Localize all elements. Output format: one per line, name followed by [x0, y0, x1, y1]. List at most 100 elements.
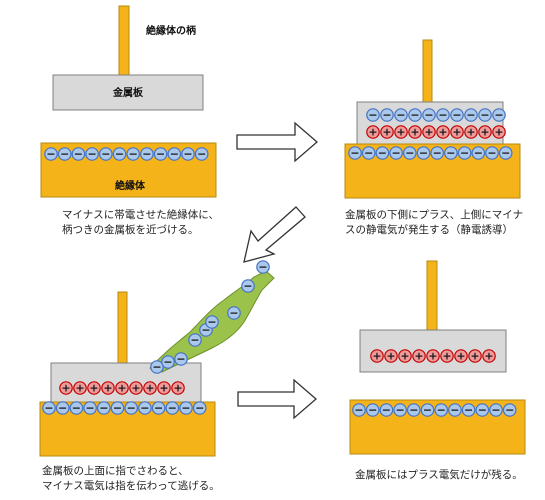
panel3-pos-charge-9-sign: + [173, 382, 182, 395]
panel2-neg-charge-plate-8: − [464, 108, 478, 122]
panel2-neg-charge-insulator-2-sign: − [364, 147, 373, 160]
escaping-neg-charge-3-sign: − [176, 353, 185, 366]
panel2-neg-charge-insulator-3: − [375, 146, 390, 160]
panel4-pos-charge-5: + [426, 349, 440, 363]
panel4-neg-charge-10-sign: − [478, 404, 487, 417]
panel2-pos-charge-8-circle [464, 125, 478, 139]
panel3-neg-charge-6-circle [110, 401, 125, 415]
panel1-neg-charge-11-circle [181, 147, 195, 161]
escaping-neg-charge-4-sign: − [190, 334, 199, 347]
panel1-neg-charge-10-sign: − [170, 148, 179, 161]
panel2-neg-charge-plate-2-circle [380, 108, 394, 122]
panel3-neg-charge-5-circle [97, 401, 111, 415]
panel2-pos-charge-6-sign: + [438, 126, 447, 139]
panel4-neg-charge-1-sign: − [354, 404, 363, 417]
panel2-neg-charge-plate-6: − [436, 108, 450, 122]
panel2-pos-charge-10: + [492, 125, 506, 139]
panel3-pos-charge-9: + [171, 381, 185, 395]
panel2-pos-charge-4-sign: + [410, 126, 419, 139]
panel3-neg-charge-11: − [179, 401, 193, 415]
panel2-pos-charge-7: + [450, 125, 464, 139]
panel4-neg-charge-7: − [434, 403, 448, 417]
panel2-neg-charge-insulator-1: − [348, 146, 362, 160]
panel2-neg-charge-plate-7: − [450, 108, 464, 122]
panel3-neg-charge-10-sign: − [168, 402, 177, 415]
panel2-neg-charge-insulator-2: − [361, 146, 376, 160]
panel4-neg-charge-8-sign: − [450, 404, 459, 417]
panel4-pos-charge-7-sign: + [456, 350, 465, 363]
panel4-neg-charge-2-sign: − [368, 404, 377, 417]
escaping-neg-charge-9: − [256, 260, 270, 274]
panel4-neg-charge-4-circle [393, 403, 407, 417]
panel2-pos-charge-2-sign: + [382, 126, 391, 139]
panel4-neg-charge-10: − [475, 403, 490, 417]
panel3-pos-charge-4: + [101, 381, 115, 395]
panel1-neg-charge-3-circle [71, 147, 86, 161]
panel2-neg-charge-insulator-6: − [416, 146, 431, 160]
panel4-pos-charge-7-circle [454, 349, 468, 363]
panel2-neg-charge-insulator-2-circle [361, 146, 376, 160]
panel2-neg-charge-plate-5: − [422, 108, 436, 122]
panel2-neg-charge-insulator-8-circle [444, 146, 458, 160]
caption-step2-line2: スの静電気が発生する（静電誘導） [345, 224, 513, 236]
escaping-neg-charge-2-circle [161, 355, 175, 369]
escaping-neg-charge-9-circle [256, 260, 270, 274]
panel4-pos-charge-2-circle [384, 349, 398, 363]
panel3-neg-charge-1: − [42, 401, 56, 415]
panel2-neg-charge-insulator-5: − [402, 146, 417, 160]
panel2-pos-charge-1-circle [366, 125, 380, 139]
panel3-pos-charge-4-sign: + [103, 382, 112, 395]
escaping-neg-charge-7-sign: − [229, 307, 238, 320]
panel3-neg-charge-3-sign: − [72, 402, 81, 415]
panel2-neg-charge-plate-10-circle [492, 108, 506, 122]
escaping-neg-charge-1-sign: − [152, 361, 161, 374]
panel3-neg-charge-8: − [138, 401, 152, 415]
panel1-neg-charge-9-circle [153, 147, 168, 161]
panel2-pos-charge-1-sign: + [368, 126, 377, 139]
panel1-neg-charge-5-circle [99, 147, 113, 161]
panel2-pos-charge-5-sign: + [424, 126, 433, 139]
panel3-neg-charge-4: − [83, 401, 97, 415]
panel3-pos-charge-6-circle [129, 381, 143, 395]
panel2-pos-charge-5: + [422, 125, 436, 139]
escaping-neg-charge-6-sign: − [207, 316, 216, 329]
escaping-neg-charge-1: − [150, 360, 164, 374]
panel2-neg-charge-plate-6-circle [436, 108, 450, 122]
escaping-neg-charge-2-sign: − [163, 356, 172, 369]
panel3-pos-charge-2-sign: + [75, 382, 84, 395]
panel1-neg-charge-3-sign: − [74, 148, 83, 161]
panel2-neg-charge-plate-10: − [492, 108, 506, 122]
panel3-neg-charge-7-sign: − [127, 402, 136, 415]
panel3-pos-charge-5: + [115, 381, 129, 395]
panel2-neg-charge-plate-10-sign: − [494, 109, 503, 122]
panel4-pos-charge-1: + [370, 349, 384, 363]
panel3-pos-charge-5-circle [115, 381, 129, 395]
panel4-pos-charge-8: + [468, 349, 482, 363]
panel3-neg-charge-4-sign: − [85, 402, 94, 415]
panel3-pos-charge-8-sign: + [159, 382, 168, 395]
panel4-neg-charge-12: − [502, 403, 517, 417]
panel2-neg-charge-plate-4-circle [408, 108, 422, 122]
panel1-handle-rod [118, 5, 130, 81]
panel1-neg-charge-1-sign: − [46, 148, 55, 161]
panel3-pos-charge-3-sign: + [89, 382, 98, 395]
panel3-neg-charge-6: − [110, 401, 125, 415]
panel3-pos-charge-7-circle [143, 381, 157, 395]
panel4-neg-charge-5: − [406, 403, 421, 417]
panel3-pos-charge-8-circle [157, 381, 171, 395]
escaping-neg-charge-8-sign: − [243, 280, 252, 293]
panel1-neg-charge-10: − [167, 147, 182, 161]
escaping-neg-charge-8: − [241, 279, 255, 293]
caption-step1-line2: 柄つきの金属板を近づける。 [62, 224, 199, 236]
panel4-neg-charge-1: − [352, 403, 366, 417]
panel2-neg-charge-plate-3-sign: − [396, 109, 405, 122]
escaping-neg-charge-5-sign: − [201, 324, 210, 337]
panel1-neg-charge-2-circle [57, 147, 72, 161]
panel3-pos-charge-6-sign: + [131, 382, 140, 395]
escaping-neg-charge-6-circle [205, 315, 219, 329]
panel4-pos-charge-3-circle [398, 349, 412, 363]
panel4-neg-charge-3-sign: − [382, 404, 391, 417]
panel4-neg-charge-6: − [420, 403, 435, 417]
panel2-neg-charge-insulator-8-sign: − [446, 147, 455, 160]
panel3-pos-charge-2-circle [73, 381, 87, 395]
